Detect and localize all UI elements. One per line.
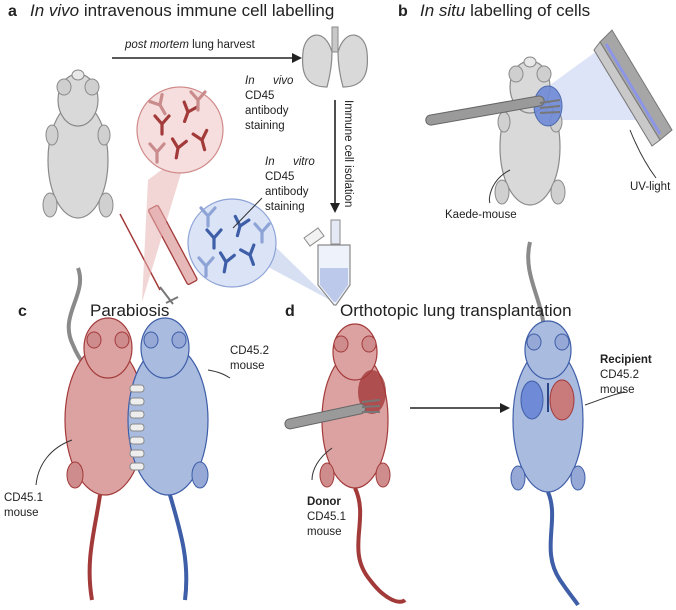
mouse-blue-d <box>510 320 586 607</box>
panel-c-letter: c <box>18 303 27 320</box>
panel-a-title-rest: intravenous immune cell labelling <box>79 1 334 20</box>
cd451-callout-c <box>35 439 73 486</box>
mouse-blue-c <box>127 317 209 601</box>
lungs-icon <box>301 26 369 88</box>
panel-b-title-rest: labelling of cells <box>465 1 590 20</box>
uv-label: UV-light <box>630 181 671 193</box>
uv-callout <box>629 129 657 179</box>
panel-c-right-line-2: mouse <box>230 360 265 372</box>
forceps-icon <box>425 95 561 126</box>
panel-c-left-line-2: mouse <box>4 507 39 519</box>
panel-b-title-italic: In situ <box>420 1 466 20</box>
donor-lung <box>358 370 386 414</box>
transplant-arrow <box>410 403 510 413</box>
panel-a-letter: a <box>8 3 17 20</box>
forceps-icon-d <box>284 399 381 430</box>
uv-lamp-icon <box>593 29 673 147</box>
panel-c: c Parabiosis <box>4 301 269 601</box>
panel-d: d Orthotopic lung transplantation <box>284 301 652 607</box>
isolation-arrow <box>330 100 340 213</box>
panel-a-title: In vivo intravenous immune cell labellin… <box>30 1 334 20</box>
invitro-line-2: CD45 <box>265 171 294 183</box>
invivo-line-3: antibody <box>245 105 289 117</box>
invivo-word-1: In <box>245 75 255 87</box>
recipient-label-bold: Recipient <box>600 354 652 366</box>
panel-c-title: Parabiosis <box>90 301 169 320</box>
invitro-callout <box>232 197 263 229</box>
donor-label-line-3: mouse <box>307 526 342 538</box>
harvest-label-italic: post mortem <box>124 39 189 51</box>
invitro-line-4: staining <box>265 201 305 213</box>
zoom-cone-red <box>142 150 188 302</box>
panel-b: b In situ labelling of cells UV-light Ka… <box>398 1 673 390</box>
isolation-label: Immune cell isolation <box>342 100 354 207</box>
kaede-callout <box>488 169 511 204</box>
recipient-label-line-3: mouse <box>600 384 635 396</box>
donor-label-bold: Donor <box>307 496 341 508</box>
transplanted-lung <box>549 379 575 421</box>
panel-c-right-line-1: CD45.2 <box>230 345 269 357</box>
harvest-label: post mortem lung harvest <box>124 39 256 51</box>
panel-a-title-italic: In vivo <box>30 1 79 20</box>
harvest-label-rest: lung harvest <box>189 39 256 51</box>
mouse-red-d <box>319 323 407 604</box>
invitro-line-3: antibody <box>265 186 309 198</box>
tube-icon <box>303 219 351 306</box>
cd452-callout-c <box>207 369 231 379</box>
recipient-label-line-2: CD45.2 <box>600 369 639 381</box>
kaede-label: Kaede-mouse <box>445 209 517 221</box>
invitro-word-1: In <box>265 156 275 168</box>
panel-d-letter: d <box>285 303 295 320</box>
suture-icon <box>129 384 145 471</box>
harvest-arrow <box>112 53 302 63</box>
invivo-line-2: CD45 <box>245 90 274 102</box>
invivo-word-2: vivo <box>273 75 294 87</box>
panel-d-title: Orthotopic lung transplantation <box>340 301 572 320</box>
invivo-line-4: staining <box>245 120 285 132</box>
recipient-callout <box>584 391 626 406</box>
recipient-own-lung <box>520 380 544 420</box>
donor-label-line-2: CD45.1 <box>307 511 346 523</box>
panel-b-letter: b <box>398 3 408 20</box>
antibody-circle-red <box>136 86 224 174</box>
panel-b-title: In situ labelling of cells <box>420 1 590 20</box>
donor-callout <box>311 447 333 481</box>
mouse-red-c <box>64 317 146 601</box>
panel-c-left-line-1: CD45.1 <box>4 492 43 504</box>
invitro-word-2: vitro <box>293 156 315 168</box>
panel-a: a In vivo intravenous immune cell labell… <box>8 1 369 407</box>
